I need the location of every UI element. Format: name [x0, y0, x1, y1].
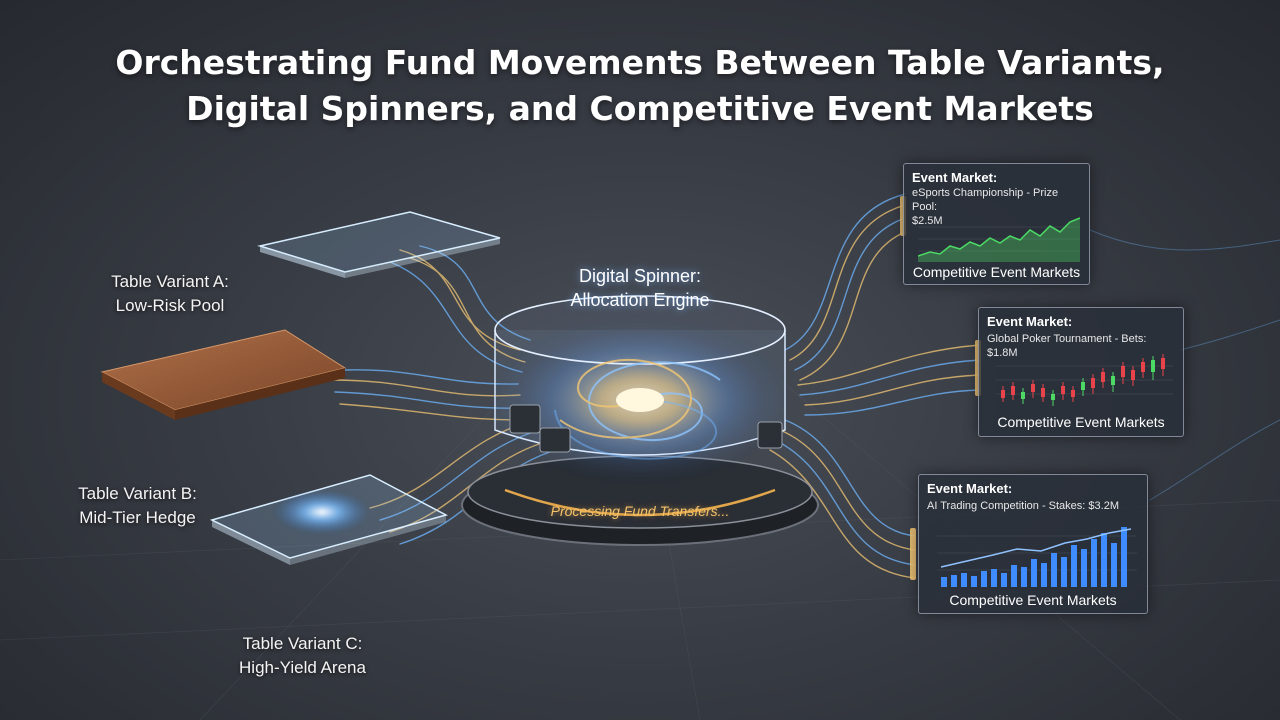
- market-card-footer: Competitive Event Markets: [904, 264, 1089, 280]
- table-b: [102, 330, 345, 480]
- market-card-subtitle-line-1: AI Trading Competition - Stakes: $3.2M: [927, 499, 1143, 513]
- table-c-label: Table Variant C: High-Yield Arena: [220, 632, 385, 680]
- spinner-status: Processing Fund Transfers...: [525, 497, 755, 525]
- table-a-label: Table Variant A: Low-Risk Pool: [90, 270, 250, 318]
- stream-to-market-1: [785, 194, 905, 380]
- market-card-footer: Competitive Event Markets: [919, 592, 1147, 608]
- spinner-label-line-1: Digital Spinner:: [540, 264, 740, 288]
- table-a: [260, 212, 500, 350]
- table-b-label: Table Variant B: Mid-Tier Hedge: [55, 482, 220, 530]
- market-chart-candlestick: [995, 352, 1173, 408]
- table-c-label-line-1: Table Variant C:: [220, 632, 385, 656]
- table-a-label-line-1: Table Variant A:: [90, 270, 250, 294]
- stream-to-market-2: [798, 345, 980, 415]
- market-chart-bar-line: [937, 519, 1137, 587]
- spinner-label: Digital Spinner: Allocation Engine: [540, 264, 740, 312]
- market-chart-area: [918, 216, 1080, 262]
- table-b-label-line-2: Mid-Tier Hedge: [55, 506, 220, 530]
- market-card-footer: Competitive Event Markets: [979, 414, 1183, 430]
- table-b-label-line-1: Table Variant B:: [55, 482, 220, 506]
- table-c: [212, 475, 446, 618]
- market-card-subtitle-line-1: eSports Championship - Prize Pool:: [912, 186, 1084, 214]
- market-card-title: Event Market:: [912, 170, 997, 185]
- market-card-title: Event Market:: [987, 314, 1072, 329]
- table-a-label-line-2: Low-Risk Pool: [90, 294, 250, 318]
- table-c-label-line-2: High-Yield Arena: [220, 656, 385, 680]
- spinner-label-line-2: Allocation Engine: [540, 288, 740, 312]
- market-card-poker: Event Market: Global Poker Tournament - …: [978, 307, 1184, 437]
- market-card-esports: Event Market: eSports Championship - Pri…: [903, 163, 1090, 285]
- market-card-subtitle: AI Trading Competition - Stakes: $3.2M: [927, 499, 1143, 513]
- market-card-ai-trading: Event Market: AI Trading Competition - S…: [918, 474, 1148, 614]
- market-card-title: Event Market:: [927, 481, 1012, 496]
